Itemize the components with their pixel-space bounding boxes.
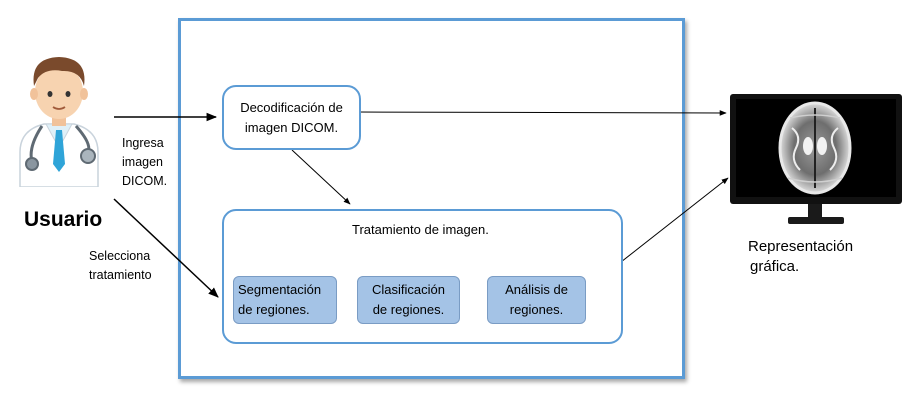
output-label: Representación gráfica. [748,237,853,277]
input-label: Ingresa imagen DICOM. [122,134,167,191]
user-label: Usuario [24,208,103,231]
decode-dicom-box: Decodificación de imagen DICOM. [222,85,361,150]
select-label-line2: tratamiento [89,268,152,282]
decode-line1: Decodificación de [240,99,343,115]
step-classification-line1: Clasificación [372,282,445,297]
doctor-icon [10,52,108,192]
arrow-decode-to-output [357,110,727,116]
monitor-brain-scan-icon [730,94,902,235]
arrow-decode-to-processing [291,149,351,205]
arrow-processing-to-output [620,177,729,263]
output-label-line1: Representación [748,238,854,255]
arrow-user-to-processing [113,198,219,298]
output-label-line2: gráfica. [750,258,800,275]
step-analysis-line2: regiones. [509,302,564,317]
input-label-line1: Ingresa [122,136,164,150]
step-classification-line2: de regiones. [372,302,445,317]
step-segmentation-line1: Segmentación [238,282,322,297]
select-label: Selecciona tratamiento [89,247,152,285]
select-label-line1: Selecciona [89,249,151,263]
decode-line2: imagen DICOM. [244,119,339,135]
step-segmentation-line2: de regiones. [238,302,310,317]
step-analysis: Análisis de regiones. [487,276,586,324]
input-label-line2: imagen [122,155,163,169]
input-label-line3: DICOM. [122,174,168,188]
step-segmentation: Segmentación de regiones. [233,276,337,324]
step-classification: Clasificación de regiones. [357,276,460,324]
step-analysis-line1: Análisis de [505,282,568,297]
processing-title: Tratamiento de imagen. [352,222,489,237]
